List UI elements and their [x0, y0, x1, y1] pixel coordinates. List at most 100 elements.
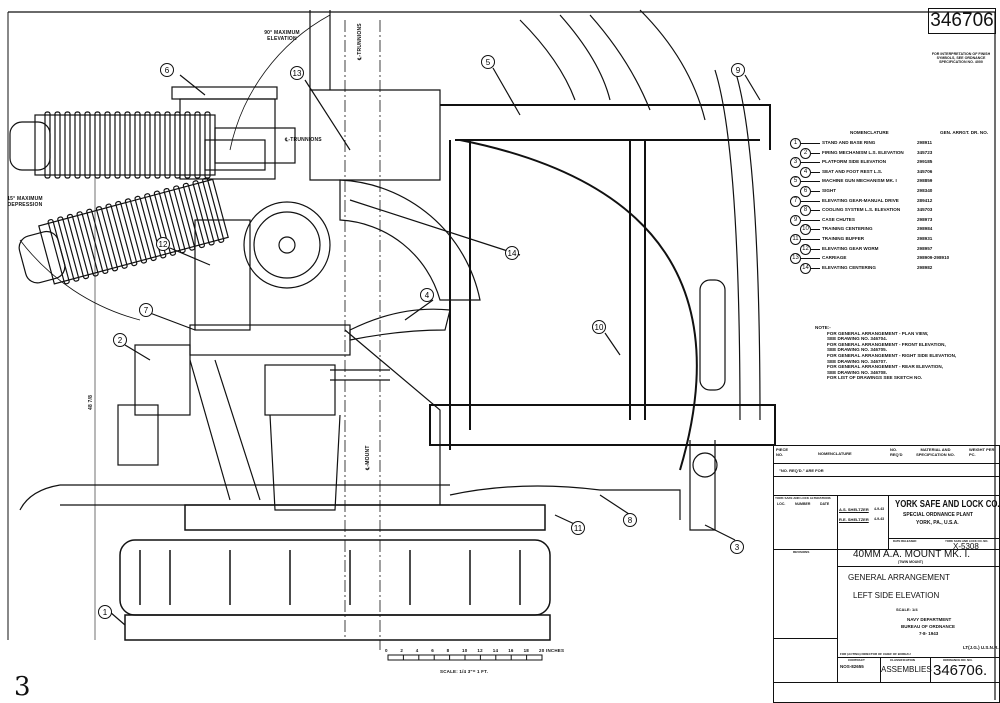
plant-name: SPECIAL ORDNANCE PLANT	[903, 512, 973, 518]
note-line: SEE DRAWING NO. 346704.	[827, 336, 887, 342]
scale-bar	[387, 654, 543, 661]
barrel-rib	[84, 111, 91, 179]
loc-header: LOC.	[777, 502, 786, 506]
drawing-title: 40MM A.A. MOUNT MK. I.	[853, 549, 971, 560]
leader-line	[801, 181, 820, 183]
item-number-circle: 7	[790, 195, 801, 207]
nomenclature-item: 13 CARRIAGE 298909-298910	[790, 253, 995, 265]
item-drawing-number: 345723	[917, 149, 933, 155]
pedestal	[269, 414, 341, 511]
scale-tick-label: 0	[385, 648, 388, 653]
scale-caption: SCALE: 1/4 3"= 1 FT.	[440, 669, 489, 674]
leader-line	[801, 162, 820, 164]
for-chief-label: FOR (ACTING) DIRECTOR OF CHIEF OF BUREAU	[840, 652, 911, 656]
note-line: FOR GENERAL ARRANGEMENT - REAR ELEVATION…	[827, 364, 943, 370]
drawing-subtitle: (TWIN MOUNT)	[898, 560, 924, 564]
item-name: CASE CHUTES	[822, 216, 855, 222]
callout-1: 1	[98, 605, 112, 619]
svg-text:3: 3	[735, 543, 740, 552]
svg-text:9: 9	[736, 66, 741, 75]
max-depression-label: 15° MAXIMUM DEPRESSION	[7, 196, 43, 208]
item-name: TRAINING BUFFER	[822, 236, 865, 241]
view-label: LEFT SIDE ELEVATION	[853, 591, 940, 600]
nomenclature-item: 1 STAND AND BASE RING 298911	[790, 138, 995, 149]
checked-by: R.E. SHELTZER	[839, 517, 869, 522]
item-name: COOLING SYSTEM L.S. ELEVATION	[822, 207, 901, 213]
leader-line	[811, 191, 820, 192]
svg-text:8: 8	[628, 516, 633, 525]
item-drawing-number: 298973	[917, 216, 933, 222]
item-drawing-number: 298859	[917, 178, 933, 184]
item-drawing-number: 298909-298910	[917, 255, 950, 261]
item-name: MACHINE GUN MECHANISM MK. I	[822, 178, 897, 184]
svg-text:14: 14	[508, 249, 517, 258]
revisions-header: REVISIONS	[793, 550, 810, 554]
note-line: SEE DRAWING NO. 346707.	[827, 358, 887, 364]
seat	[349, 308, 451, 341]
item-drawing-number: 298911	[917, 140, 933, 145]
svg-text:5: 5	[486, 58, 491, 67]
drawing-number-box: 346706	[928, 8, 996, 34]
upper-barrel	[9, 111, 296, 179]
contract-number: NOS-82655	[840, 664, 864, 669]
item-name: SIGHT	[822, 188, 837, 193]
sheet-mark: 3	[14, 672, 31, 702]
note-line: FOR LIST OF DRAWINGS SEE SKETCH NO.	[827, 375, 923, 381]
barrel-rib	[114, 111, 121, 179]
title-block: PIECE NO. NOMENCLATURE NO. REQ'D MATERIA…	[773, 445, 1000, 703]
dimension-label: 48 7/8	[88, 394, 94, 410]
barrel-rib	[164, 111, 171, 179]
arrangement-label: GENERAL ARRANGEMENT	[848, 573, 950, 582]
bureau-date: 7-8- 1943	[919, 631, 939, 636]
handwheel	[243, 201, 331, 289]
sight	[171, 86, 278, 100]
company-drawing-number: X-5308	[953, 542, 979, 551]
item-name: ELEVATING GEAR-MANUAL DRIVE	[822, 197, 899, 203]
barrel-rib	[202, 177, 225, 243]
barrel-rib	[182, 182, 205, 249]
item-name: STAND AND BASE RING	[822, 140, 876, 145]
scale-tick-label: 6	[431, 648, 434, 653]
date-header: DATE	[820, 502, 830, 506]
item-name: TRAINING CENTERING	[822, 226, 873, 232]
piece-no-header: PIECE NO.	[776, 447, 789, 457]
barrel-rib	[153, 190, 177, 256]
number-header: NUMBER	[795, 502, 811, 506]
barrel-rib	[192, 180, 215, 246]
scale-tick-label: 8	[446, 648, 450, 653]
barrel-rib	[115, 200, 138, 267]
scale-tick-label: 16	[508, 648, 514, 653]
item-number-circle: 13	[790, 253, 801, 265]
barrel-rib	[124, 198, 148, 264]
note-line: SEE DRAWING NO. 346705.	[827, 347, 887, 353]
company-name: YORK SAFE AND LOCK CO.	[895, 499, 1000, 510]
item-number-circle: 12	[800, 243, 811, 255]
leader-line	[801, 200, 820, 202]
no-reqd-header: NO. REQ'D	[890, 447, 903, 457]
scale-tick-label: 2	[400, 648, 404, 653]
platform-frame	[429, 104, 776, 471]
item-number-circle: 3	[790, 157, 801, 169]
scale-tick-label: 14	[492, 648, 499, 653]
callout-2: 2	[113, 333, 127, 347]
scale-tick-label: 4	[415, 648, 419, 653]
mount-centerline-label: ℄-MOUNT	[365, 445, 371, 470]
item-number-circle: 1	[790, 138, 801, 149]
svg-text:12: 12	[159, 240, 168, 249]
gear-box	[194, 219, 251, 331]
firing-mechanism	[134, 344, 191, 416]
item-name: ELEVATING GEAR WORM	[822, 245, 879, 251]
callout-10: 10	[592, 320, 606, 334]
scale-tick-label: 18	[523, 648, 529, 653]
item-name: CARRIAGE	[822, 255, 847, 261]
note-line: SEE DRAWING NO. 346708.	[827, 369, 887, 375]
ordnance-dwg-label: ORDNANCE DR. NO.	[943, 658, 973, 662]
note-line: FOR GENERAL ARRANGEMENT - RIGHT SIDE ELE…	[827, 352, 957, 358]
date-released-label: DATE RELEASED	[893, 539, 917, 543]
